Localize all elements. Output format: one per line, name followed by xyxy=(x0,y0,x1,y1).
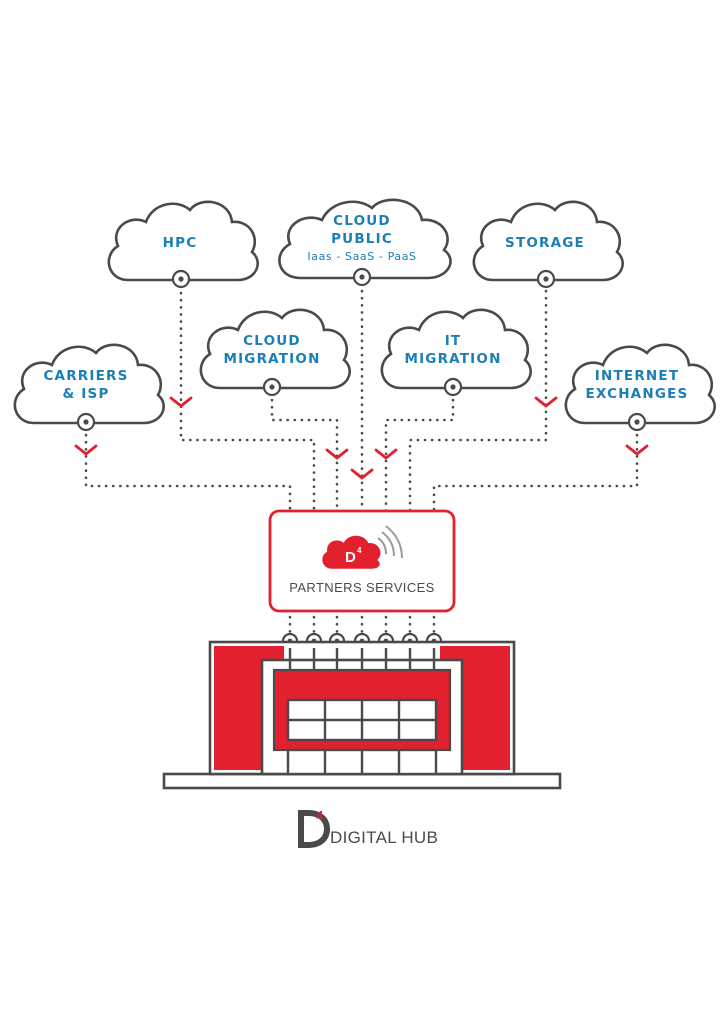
cloud-label-line: CARRIERS xyxy=(43,368,128,384)
partners-services-label: PARTNERS SERVICES xyxy=(289,580,435,595)
cloud-hpc: HPC xyxy=(107,200,260,282)
connector-storage xyxy=(408,282,548,517)
chevron-down-icon xyxy=(169,396,193,408)
port-icon xyxy=(443,377,463,397)
box-logo-letter: D xyxy=(345,549,356,566)
cloud-label-line: PUBLIC xyxy=(331,231,393,247)
cloud-ports xyxy=(76,267,647,432)
d4-cloud-logo-icon: D 4 xyxy=(322,525,403,569)
port-icon xyxy=(262,377,282,397)
connector-carriers xyxy=(84,426,292,517)
chevron-down-icon xyxy=(534,396,558,408)
cloud-storage: STORAGE xyxy=(472,200,625,282)
cloud-public: CLOUD PUBLIC Iaas - SaaS - PaaS xyxy=(278,198,452,280)
brand-logo-superscript: 4 xyxy=(316,808,324,823)
cloud-label-line: MIGRATION xyxy=(223,351,320,367)
cloud-label-line: & ISP xyxy=(62,386,109,402)
cloud-migration: CLOUD MIGRATION xyxy=(199,308,352,390)
cloud-label-line: HPC xyxy=(163,235,198,251)
chevron-down-icon xyxy=(325,448,349,460)
chevron-down-icon xyxy=(374,448,398,460)
cloud-carriers-isp: CARRIERS & ISP xyxy=(13,343,166,425)
cloud-it-migration: IT MIGRATION xyxy=(380,308,533,390)
connector-it-migration xyxy=(384,391,455,517)
port-icon xyxy=(76,412,96,432)
cloud-label-line: CLOUD xyxy=(243,333,301,349)
cloud-label-line: INTERNET xyxy=(595,368,679,384)
chevron-down-icon xyxy=(74,444,98,456)
partners-services-box: D 4 PARTNERS SERVICES xyxy=(268,509,456,613)
datacenter-building-icon xyxy=(162,640,562,790)
connector-hpc xyxy=(179,284,316,517)
connector-internet-exchanges xyxy=(432,426,639,517)
chevron-down-icon xyxy=(350,468,374,480)
port-icon xyxy=(352,267,372,287)
chevrons xyxy=(74,396,649,480)
port-icon xyxy=(536,269,556,289)
cloud-label-line: EXCHANGES xyxy=(586,386,689,402)
cloud-label-line: STORAGE xyxy=(505,235,585,251)
brand-name: DIGITAL HUB xyxy=(330,828,438,847)
port-icon xyxy=(171,269,191,289)
d4-logo-icon xyxy=(298,810,330,848)
box-logo-superscript: 4 xyxy=(357,546,362,555)
port-icon xyxy=(627,412,647,432)
cloud-label-line: IT xyxy=(445,333,462,349)
cloud-label-line: MIGRATION xyxy=(404,351,501,367)
chevron-down-icon xyxy=(625,444,649,456)
connector-cloud-migration xyxy=(270,391,339,517)
cloud-sublabel: Iaas - SaaS - PaaS xyxy=(307,250,416,263)
cloud-internet-exchanges: INTERNET EXCHANGES xyxy=(564,343,717,425)
cloud-label-line: CLOUD xyxy=(333,213,391,229)
d4-digital-hub-logo: 4 DIGITAL HUB xyxy=(298,808,438,848)
